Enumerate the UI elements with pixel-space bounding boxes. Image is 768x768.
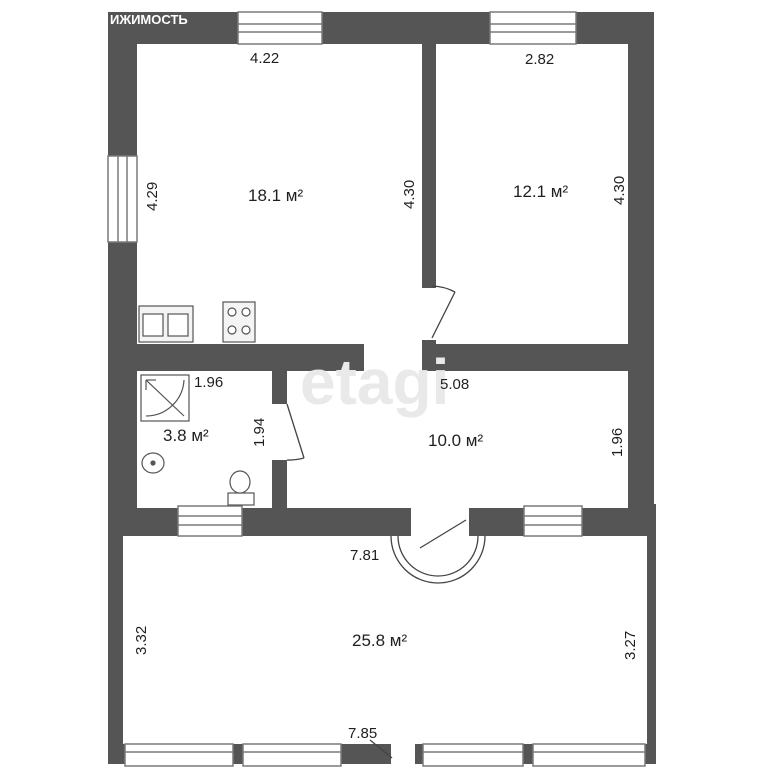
- window-bathroom: [177, 505, 243, 537]
- brand-text: ИЖИМОСТЬ: [110, 12, 188, 27]
- hallway: [287, 371, 628, 508]
- window-bottom-2: [242, 743, 342, 767]
- door-exterior: [369, 739, 393, 759]
- bathroom-height: 1.94: [251, 418, 268, 447]
- room-bottom-height-right: 3.27: [622, 631, 639, 660]
- door-bottom-room: [390, 519, 486, 584]
- window-bottom-3: [422, 743, 524, 767]
- room-bottom-height-left: 3.32: [133, 626, 150, 655]
- room-bottom-area: 25.8 м²: [352, 631, 407, 650]
- room-bottom: [123, 536, 647, 744]
- bathroom-width: 1.96: [194, 374, 223, 391]
- stove-icon: [222, 301, 256, 343]
- room-top-left-area: 18.1 м²: [248, 186, 303, 205]
- window-top-left: [237, 11, 323, 45]
- window-bottom-4: [532, 743, 646, 767]
- room-top-left-height-left: 4.29: [144, 182, 161, 211]
- hallway-width: 5.08: [440, 376, 469, 393]
- room-top-right-area: 12.1 м²: [513, 182, 568, 201]
- window-hallway: [523, 505, 583, 537]
- room-top-left: [137, 44, 422, 344]
- bathroom-area: 3.8 м²: [163, 426, 209, 445]
- area-labels: 18.1 м² 12.1 м² 3.8 м² 10.0 м² 25.8 м²: [163, 182, 568, 650]
- dimension-labels: 4.22 4.29 4.30 2.82 4.30 1.96 1.94 5.08 …: [133, 50, 639, 742]
- sink-kitchen-icon: [138, 305, 194, 343]
- fixtures: [138, 301, 256, 506]
- room-bottom-width-bottom: 7.85: [348, 725, 377, 742]
- room-bottom-width-top: 7.81: [350, 547, 379, 564]
- room-top-right: [436, 44, 628, 344]
- room-top-right-height: 4.30: [611, 176, 628, 205]
- room-top-left-width: 4.22: [250, 50, 279, 67]
- door-bathroom: [286, 403, 305, 461]
- toilet-icon: [227, 470, 255, 506]
- hallway-area: 10.0 м²: [428, 431, 483, 450]
- washbasin-icon: [141, 452, 165, 474]
- window-left: [107, 155, 138, 243]
- window-top-right: [489, 11, 577, 45]
- door-swings: [286, 285, 486, 759]
- hallway-height: 1.96: [609, 428, 626, 457]
- room-top-right-width: 2.82: [525, 51, 554, 68]
- room-top-left-height-right: 4.30: [401, 180, 418, 209]
- door-room-top-right: [431, 285, 456, 339]
- watermark-logo: etagi: [300, 346, 449, 418]
- door-openings: [272, 288, 469, 766]
- windows: [107, 11, 646, 767]
- shower-icon: [140, 374, 190, 422]
- room-interiors: [123, 44, 647, 744]
- window-bottom-1: [124, 743, 234, 767]
